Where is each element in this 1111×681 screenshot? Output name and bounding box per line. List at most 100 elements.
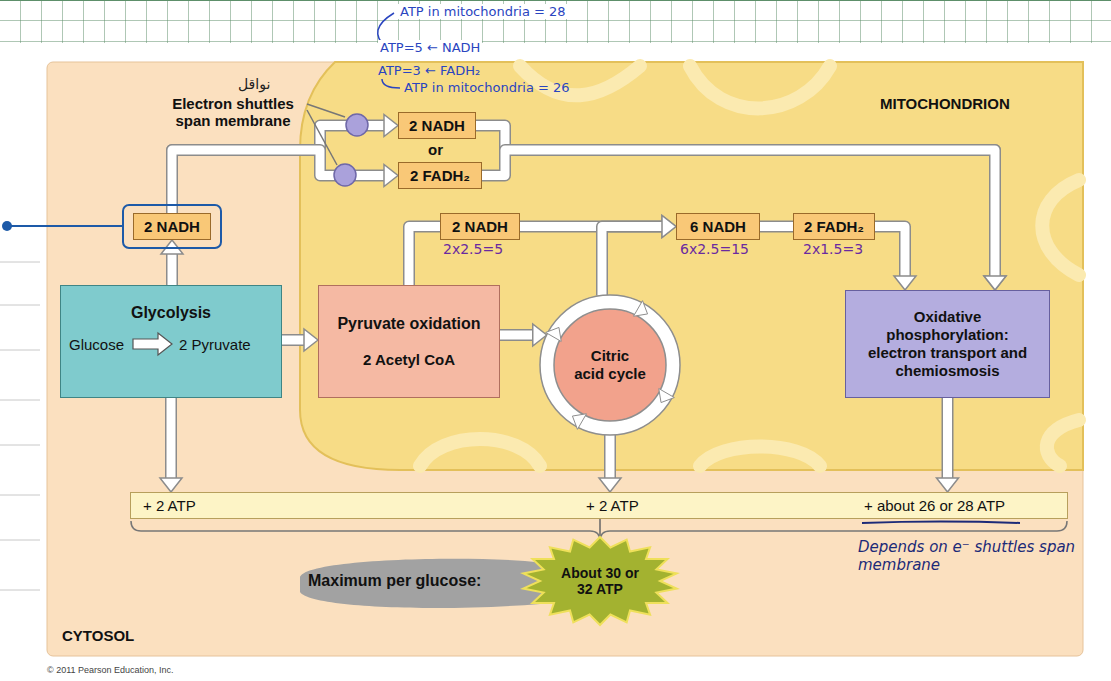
mitochondrion-shape [300,62,1083,470]
atp-bar: + 2 ATP+ 2 ATP+ about 26 or 28 ATP [130,492,1068,519]
node-text: 2 NADH [452,218,508,236]
handwritten-note: 2x2.5=5 [443,241,503,257]
arrow-body [875,227,905,278]
carrier-box: 2 FADH₂ [793,213,875,240]
arrow-body [282,336,305,345]
arrow-outline [604,435,616,479]
arrow-body [606,435,615,479]
arrow-outline [165,398,177,479]
arrow-head [384,165,398,187]
flow-arrow [602,216,676,296]
cristae [420,66,1079,466]
arrow-body [602,227,663,296]
text-label: or [428,141,443,158]
cycle-ring-outer [540,295,680,435]
arrow-body [172,126,385,214]
region-label: MITOCHONDRION [880,95,1010,112]
arrow-body [476,126,995,278]
marker-highlight [300,559,573,608]
arrow-outline [409,227,440,286]
flow-arrow [482,150,1006,290]
flow-arrow [875,227,916,291]
arrow-body [172,150,385,213]
arrow-outline [482,150,995,277]
carrier-box: 6 NADH [676,213,760,240]
cytosol-panel [47,62,1083,656]
cycle-arrowhead [659,389,675,403]
flow-arrow [172,115,398,214]
notebook-grid [0,0,1111,43]
arrow-head [662,216,676,238]
node-text: About 30 or 32 ATP [552,565,648,597]
shuttle-circle [346,114,368,136]
node-text: + 2 ATP [143,497,196,514]
carrier-box: 2 FADH₂ [398,162,482,189]
arrow-outline [500,329,534,341]
text-label: نواقل [238,76,270,92]
node-text: 2 Pyruvate [179,336,251,353]
arrow-outline [602,227,663,296]
handwritten-note: 6x2.5=15 [680,241,749,257]
arrow-body [482,150,995,277]
pen-callout-line [11,225,123,227]
carrier-box: 2 NADH [133,213,211,240]
node-text: 2 FADH₂ [410,167,470,185]
process-box: Oxidative phosphorylation: electron tran… [845,290,1050,398]
pen-underline [862,522,1020,524]
flow-arrow [599,435,621,492]
arrow-head [984,276,1006,290]
text-label: Maximum per glucose: [308,572,481,590]
flow-arrow [937,398,959,492]
node-text: + 2 ATP [586,497,639,514]
arrow-head [304,329,318,351]
cycle-ring-inner [554,309,666,421]
carrier-box: 2 NADH [398,112,476,139]
arrow-body [943,398,952,479]
arrow-outline [172,150,385,213]
arrow-outline [166,253,178,285]
handwritten-note: ATP in mitochondria = 28 [398,4,568,19]
arrow-head [937,478,959,492]
flow-arrow [476,126,1006,291]
node-text: Glycolysis [61,304,281,322]
carrier-box: 2 NADH [440,213,520,240]
leader-line [307,104,345,117]
arrow-head [384,115,398,137]
notebook-grid [0,0,1111,1]
pen-highlight-box [123,205,221,248]
node-text: Oxidative phosphorylation: electron tran… [865,308,1030,380]
arrow-body [167,398,176,479]
shuttle-circle [334,164,356,186]
arrow-head [984,276,1006,290]
flow-arrow [500,324,547,346]
handwritten-note: ATP=3 ← FADH₂ [378,63,480,78]
arrow-body [168,253,177,285]
arrow-outline [875,227,905,278]
process-box: GlycolysisGlucose 2 Pyruvate [60,285,282,398]
arrow-head [599,478,621,492]
arrow-outline [760,221,793,233]
node-text: 2 FADH₂ [804,218,864,236]
node-text: Citric acid cycle [574,347,646,383]
cycle-circle: Citric acid cycle [538,293,682,437]
flow-arrow [161,240,183,285]
process-box: Pyruvate oxidation2 Acetyl CoA [318,285,500,398]
arrow-outline [942,398,954,479]
arrow-body [409,227,440,286]
region-label: CYTOSOL [62,627,134,644]
handwritten-note: Depends on e⁻ shuttles span membrane [858,538,1080,574]
arrow-head [160,478,182,492]
handwritten-note: ATP in mitochondria = 26 [404,80,570,95]
leader-line [307,110,337,165]
arrow-body [760,222,793,231]
margin-lines [0,262,40,590]
flow-arrow [409,227,440,286]
pen-callout-dot [2,221,12,231]
arrow-outline [476,126,995,278]
arrow-outline [282,334,305,346]
node-text: 2 Acetyl CoA [363,351,455,369]
flow-arrow [172,150,398,213]
node-text: Glucose [69,336,124,353]
arrow-head [894,276,916,290]
flow-arrow [282,329,318,351]
